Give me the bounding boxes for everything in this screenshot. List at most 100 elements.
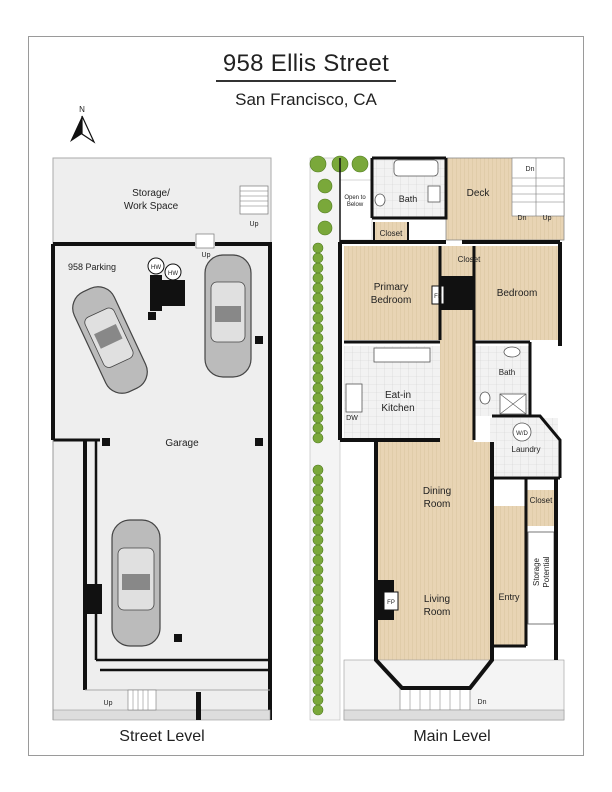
storage-potential-label: Storage xyxy=(532,557,541,586)
street-level-plan: Storage/ Work Space Up Up 958 Parking HW… xyxy=(51,157,272,721)
garage-door-up-label: Up xyxy=(202,252,211,259)
closet-2-label: Closet xyxy=(458,255,481,264)
bath-top-label: Bath xyxy=(399,194,418,204)
deck-label: Deck xyxy=(467,188,491,199)
dining-room-label-2: Room xyxy=(424,499,451,510)
deck-dn-bottom-label: Dn xyxy=(518,215,527,222)
shrub-icon xyxy=(312,342,324,354)
shrub-icon xyxy=(312,654,324,666)
shrub-row-icon xyxy=(309,155,369,716)
open-below-label: Open to xyxy=(344,195,366,201)
storage-label-2: Work Space xyxy=(124,201,179,212)
main-level-caption: Main Level xyxy=(413,728,491,745)
shrub-icon xyxy=(312,684,324,696)
bath-mid-label: Bath xyxy=(499,368,515,377)
closet-1-label: Closet xyxy=(380,229,403,238)
shrub-icon xyxy=(312,272,324,284)
plan-subtitle: San Francisco, CA xyxy=(235,90,377,109)
living-room-label-2: Room xyxy=(424,607,451,618)
shrub-icon xyxy=(312,302,324,314)
front-stair xyxy=(399,687,471,711)
shrub-icon xyxy=(312,392,324,404)
shrub-icon xyxy=(312,322,324,334)
shrub-icon xyxy=(312,292,324,304)
shrub-icon xyxy=(312,534,324,546)
shrub-icon xyxy=(312,524,324,536)
shrub-icon xyxy=(312,634,324,646)
street-entry-stair xyxy=(127,689,157,711)
shrub-icon xyxy=(312,504,324,516)
shrub-icon xyxy=(312,252,324,264)
closet-3-label: Closet xyxy=(530,496,553,505)
fireplace-bedroom-label: FP xyxy=(434,294,442,300)
shrub-icon xyxy=(312,402,324,414)
shrub-icon xyxy=(312,412,324,424)
water-heater-1-label: HW xyxy=(151,265,161,271)
shrub-icon xyxy=(309,155,327,173)
shrub-icon xyxy=(351,155,369,173)
storage-potential-label-2: Potential xyxy=(542,556,551,587)
primary-bedroom-label: Primary xyxy=(374,282,408,293)
fireplace-living-label: FP xyxy=(387,600,395,606)
street-level-caption: Street Level xyxy=(119,728,205,745)
title-underline xyxy=(216,80,396,82)
shrub-icon xyxy=(312,604,324,616)
shrub-icon xyxy=(312,494,324,506)
bedroom-label: Bedroom xyxy=(497,288,538,299)
shrub-icon xyxy=(312,644,324,656)
shrub-icon xyxy=(312,332,324,344)
north-arrow-icon xyxy=(70,115,96,144)
shrub-icon xyxy=(312,432,324,444)
shrub-icon xyxy=(317,198,333,214)
shrub-icon xyxy=(312,554,324,566)
storage-label: Storage/ xyxy=(132,188,170,199)
parking-label: 958 Parking xyxy=(68,262,116,272)
shrub-icon xyxy=(312,574,324,586)
deck-stair xyxy=(511,157,565,217)
deck-dn-top-label: Dn xyxy=(526,166,535,173)
dining-room-label: Dining xyxy=(423,486,451,497)
shrub-icon xyxy=(312,584,324,596)
shrub-icon xyxy=(312,242,324,254)
shrub-icon xyxy=(312,514,324,526)
shrub-icon xyxy=(312,352,324,364)
shrub-icon xyxy=(312,422,324,434)
living-room-label: Living xyxy=(424,594,450,605)
shrub-icon xyxy=(312,694,324,706)
entry-label: Entry xyxy=(498,592,520,602)
shrub-icon xyxy=(312,382,324,394)
shrub-icon xyxy=(317,220,333,236)
plan-title: 958 Ellis Street xyxy=(222,50,390,77)
kitchen-label-2: Kitchen xyxy=(381,403,414,414)
street-entry-up-label: Up xyxy=(104,700,113,707)
shrub-icon xyxy=(312,372,324,384)
dishwasher-label: DW xyxy=(346,415,358,422)
deck-up-label: Up xyxy=(543,215,552,222)
garage-label: Garage xyxy=(165,438,199,449)
washer-dryer-label: W/D xyxy=(516,431,528,437)
shrub-icon xyxy=(312,544,324,556)
shrub-icon xyxy=(312,474,324,486)
shrub-icon xyxy=(312,312,324,324)
shrub-icon xyxy=(312,282,324,294)
car-top-right xyxy=(204,254,252,378)
car-bottom xyxy=(111,519,161,647)
storage-stair xyxy=(239,185,269,215)
shrub-icon xyxy=(312,664,324,676)
shrub-icon xyxy=(312,362,324,374)
storage-up-label: Up xyxy=(250,221,259,228)
front-dn-label: Dn xyxy=(478,699,487,706)
car-top-left xyxy=(72,286,148,394)
main-level-plan: Open to Below Bath Deck Dn Dn Up Closet … xyxy=(309,155,565,721)
shrub-icon xyxy=(312,464,324,476)
shrub-icon xyxy=(312,624,324,636)
primary-bedroom-label-2: Bedroom xyxy=(371,295,412,306)
water-heater-2-label: HW xyxy=(168,271,178,277)
shrub-icon xyxy=(317,178,333,194)
shrub-icon xyxy=(312,262,324,274)
kitchen-label: Eat-in xyxy=(385,390,411,401)
shrub-icon xyxy=(312,704,324,716)
shrub-icon xyxy=(312,594,324,606)
open-below-label-2: Below xyxy=(347,202,364,208)
